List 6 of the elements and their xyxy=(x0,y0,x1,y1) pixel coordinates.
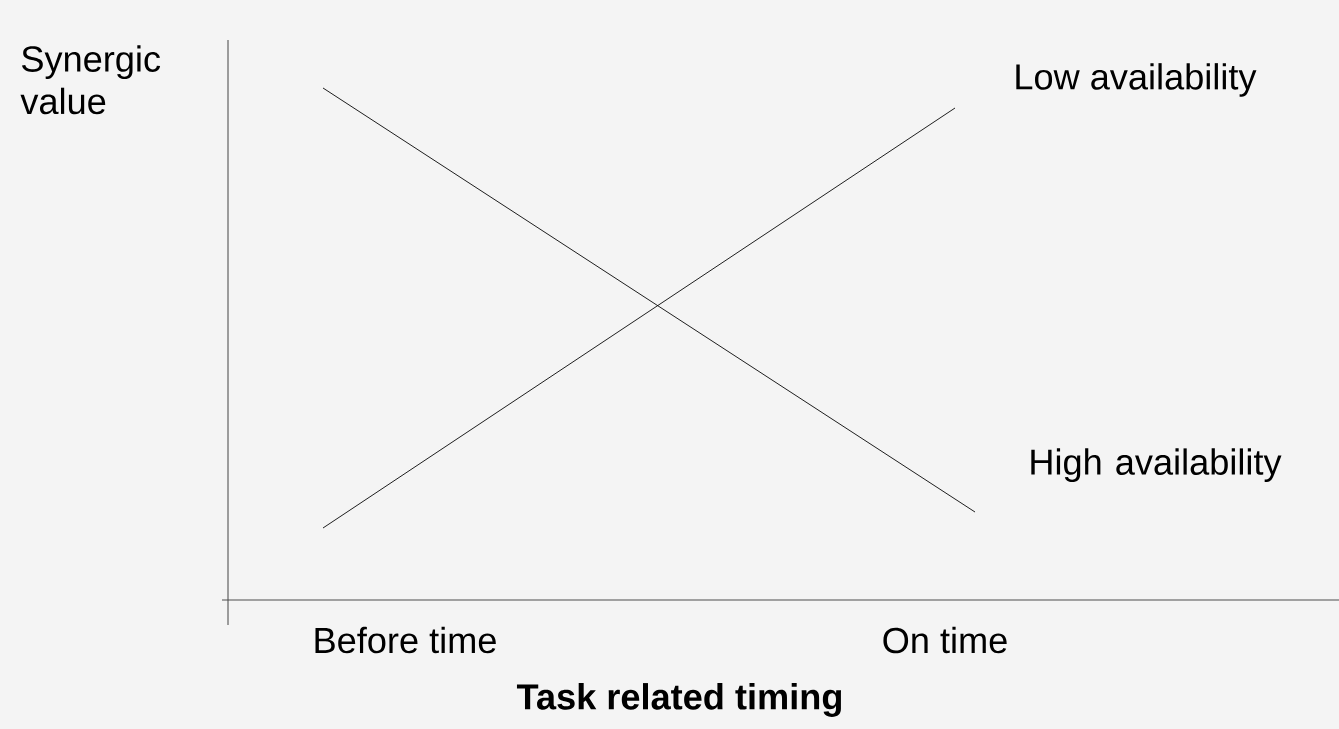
line-label: Low availability xyxy=(1016,63,1257,97)
axis-title: Task related timing xyxy=(516,683,841,717)
axis-category-label: On time xyxy=(883,626,1007,654)
axis-title: Synergic value xyxy=(20,45,161,115)
line-label: High availability xyxy=(1031,448,1282,483)
axis-category-label: Before time xyxy=(315,626,496,654)
